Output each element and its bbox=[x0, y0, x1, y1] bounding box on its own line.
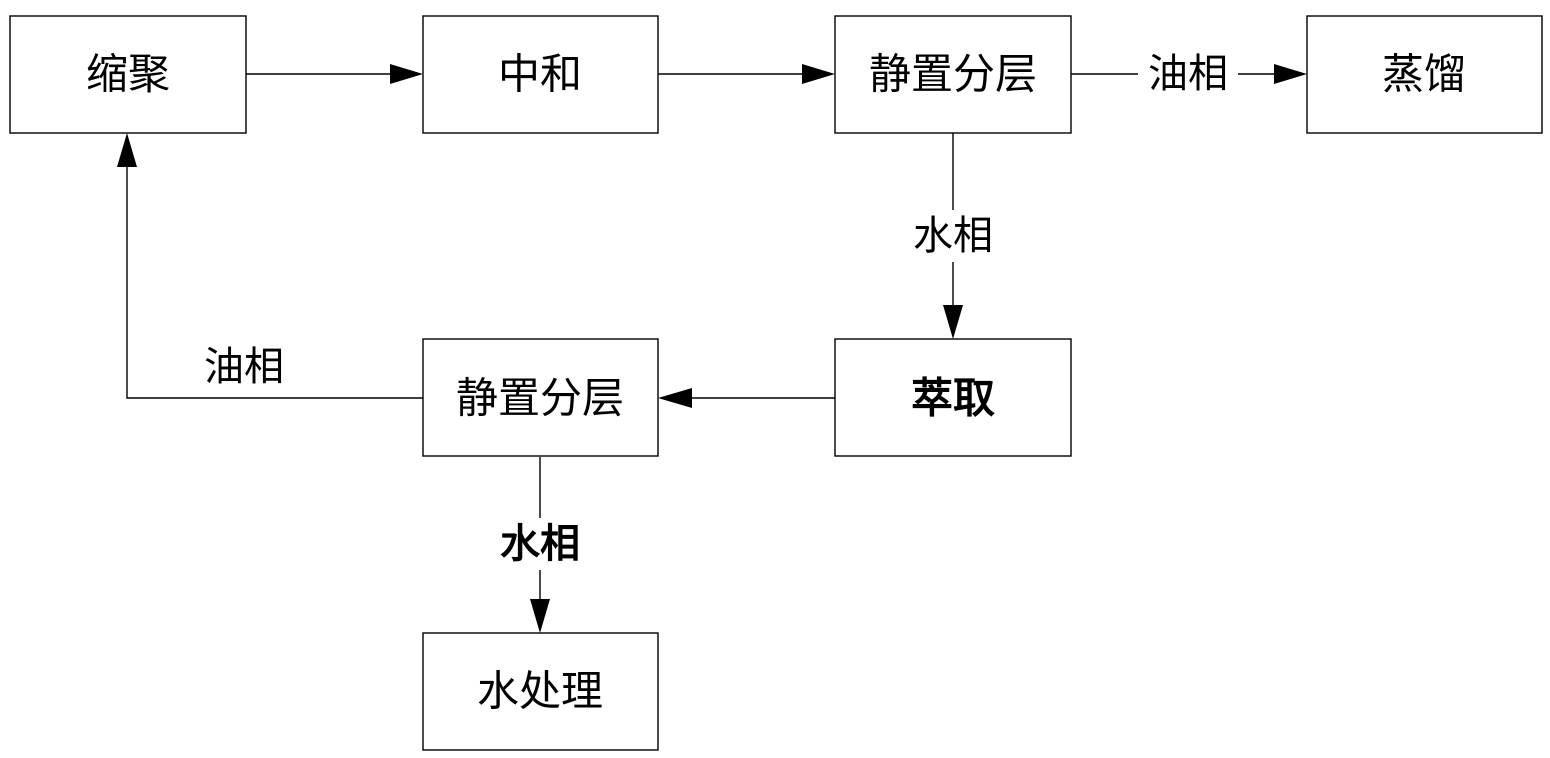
node-label-neutralization: 中和 bbox=[498, 50, 582, 99]
node-label-settling-2: 静置分层 bbox=[456, 374, 624, 423]
edge-label-oil-phase-1: 油相 bbox=[1148, 51, 1228, 97]
node-condensation: 缩聚 bbox=[9, 15, 247, 134]
arrowhead bbox=[802, 64, 835, 84]
node-extraction: 萃取 bbox=[834, 338, 1072, 457]
node-label-condensation: 缩聚 bbox=[86, 50, 170, 99]
node-label-water-treatment: 水处理 bbox=[477, 667, 603, 716]
arrowhead bbox=[390, 64, 423, 84]
node-neutralization: 中和 bbox=[422, 15, 659, 134]
arrowhead bbox=[530, 599, 550, 633]
edge-settling-2-to-condensation: 油相 bbox=[117, 133, 423, 399]
arrowhead bbox=[943, 305, 963, 339]
edge-condensation-to-neutralization bbox=[246, 64, 423, 84]
node-label-settling-1: 静置分层 bbox=[869, 50, 1037, 99]
edge-extraction-to-settling-2 bbox=[658, 388, 835, 408]
edge-settling-1-to-distillation: 油相 bbox=[1071, 50, 1307, 98]
edge-neutralization-to-settling-1 bbox=[658, 64, 835, 84]
node-settling-1: 静置分层 bbox=[834, 15, 1072, 134]
edge-label-water-phase-1: 水相 bbox=[913, 213, 993, 259]
edge-label-water-phase-2: 水相 bbox=[500, 521, 580, 567]
node-water-treatment: 水处理 bbox=[422, 632, 659, 751]
edge-settling-2-to-water-treatment: 水相 bbox=[490, 457, 590, 633]
arrowhead bbox=[117, 133, 137, 167]
node-label-extraction: 萃取 bbox=[911, 374, 995, 423]
arrowhead bbox=[658, 388, 692, 408]
node-distillation: 蒸馏 bbox=[1306, 15, 1543, 134]
node-settling-2: 静置分层 bbox=[422, 338, 659, 457]
arrowhead bbox=[1274, 64, 1307, 84]
edge-label-oil-phase-2: 油相 bbox=[204, 344, 284, 390]
node-label-distillation: 蒸馏 bbox=[1382, 50, 1466, 99]
edge-settling-1-to-extraction: 水相 bbox=[903, 133, 1003, 339]
